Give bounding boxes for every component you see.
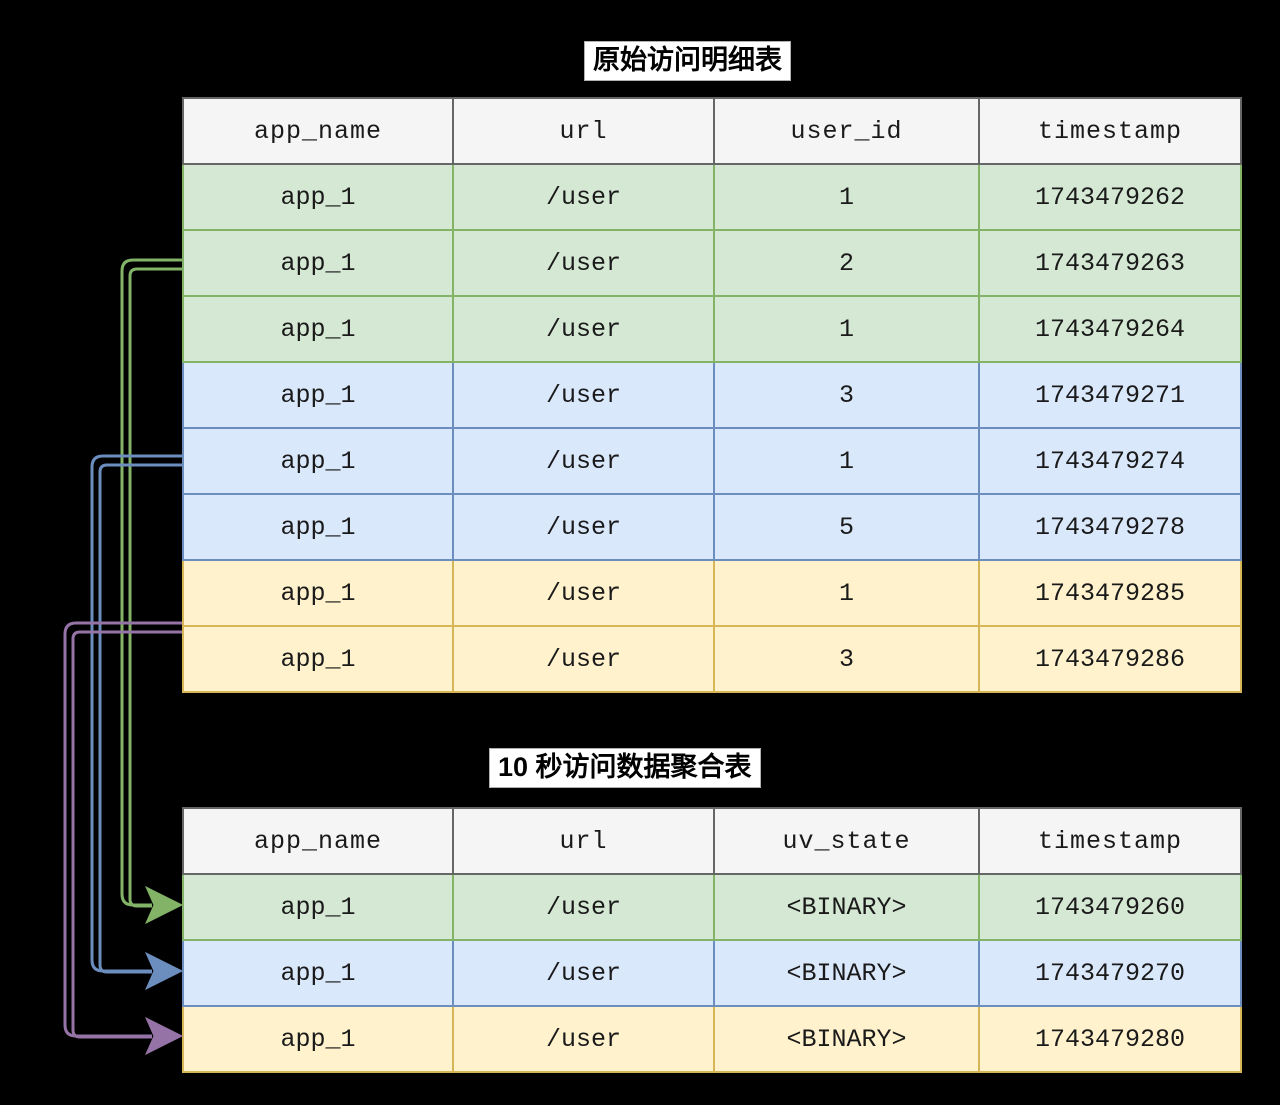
table-row: app_1 /user <BINARY> 1743479270 bbox=[182, 939, 1242, 1007]
cell-url: /user bbox=[452, 493, 715, 561]
cell-timestamp: 1743479271 bbox=[978, 361, 1242, 429]
cell-user-id: 1 bbox=[713, 427, 980, 495]
cell-app-name: app_1 bbox=[182, 873, 454, 941]
agg-table-header-row: app_name url uv_state timestamp bbox=[182, 807, 1242, 875]
detail-col-timestamp: timestamp bbox=[978, 97, 1242, 165]
cell-url: /user bbox=[452, 625, 715, 693]
connector-blue bbox=[90, 454, 184, 991]
agg-table-title: 10 秒访问数据聚合表 bbox=[489, 748, 761, 789]
cell-timestamp: 1743479270 bbox=[978, 939, 1242, 1007]
table-row: app_1 /user 2 1743479263 bbox=[182, 229, 1242, 297]
arrow-head-purple bbox=[144, 1016, 184, 1056]
cell-app-name: app_1 bbox=[182, 295, 454, 363]
agg-col-url: url bbox=[452, 807, 715, 875]
cell-user-id: 2 bbox=[713, 229, 980, 297]
cell-url: /user bbox=[452, 559, 715, 627]
table-row: app_1 /user <BINARY> 1743479260 bbox=[182, 873, 1242, 941]
cell-app-name: app_1 bbox=[182, 625, 454, 693]
cell-timestamp: 1743479263 bbox=[978, 229, 1242, 297]
arrow-head-green bbox=[144, 885, 184, 925]
cell-app-name: app_1 bbox=[182, 163, 454, 231]
cell-user-id: 3 bbox=[713, 361, 980, 429]
table-row: app_1 /user 1 1743479274 bbox=[182, 427, 1242, 495]
detail-table: app_name url user_id timestamp app_1 /us… bbox=[182, 97, 1242, 693]
agg-table: app_name url uv_state timestamp app_1 /u… bbox=[182, 807, 1242, 1073]
cell-url: /user bbox=[452, 873, 715, 941]
table-row: app_1 /user 1 1743479264 bbox=[182, 295, 1242, 363]
cell-app-name: app_1 bbox=[182, 493, 454, 561]
table-row: app_1 /user <BINARY> 1743479280 bbox=[182, 1005, 1242, 1073]
cell-url: /user bbox=[452, 295, 715, 363]
cell-uv-state: <BINARY> bbox=[713, 1005, 980, 1073]
cell-url: /user bbox=[452, 163, 715, 231]
detail-table-title: 原始访问明细表 bbox=[584, 41, 791, 82]
cell-timestamp: 1743479285 bbox=[978, 559, 1242, 627]
cell-uv-state: <BINARY> bbox=[713, 873, 980, 941]
cell-user-id: 3 bbox=[713, 625, 980, 693]
connector-purple bbox=[63, 621, 184, 1056]
cell-app-name: app_1 bbox=[182, 559, 454, 627]
cell-app-name: app_1 bbox=[182, 1005, 454, 1073]
cell-url: /user bbox=[452, 939, 715, 1007]
cell-user-id: 1 bbox=[713, 163, 980, 231]
cell-user-id: 1 bbox=[713, 295, 980, 363]
cell-app-name: app_1 bbox=[182, 229, 454, 297]
agg-col-timestamp: timestamp bbox=[978, 807, 1242, 875]
cell-app-name: app_1 bbox=[182, 939, 454, 1007]
detail-col-url: url bbox=[452, 97, 715, 165]
cell-app-name: app_1 bbox=[182, 427, 454, 495]
cell-user-id: 5 bbox=[713, 493, 980, 561]
connector-green bbox=[120, 258, 184, 925]
table-row: app_1 /user 1 1743479285 bbox=[182, 559, 1242, 627]
cell-url: /user bbox=[452, 229, 715, 297]
agg-col-app-name: app_name bbox=[182, 807, 454, 875]
detail-col-app-name: app_name bbox=[182, 97, 454, 165]
cell-timestamp: 1743479278 bbox=[978, 493, 1242, 561]
cell-timestamp: 1743479274 bbox=[978, 427, 1242, 495]
cell-url: /user bbox=[452, 1005, 715, 1073]
cell-timestamp: 1743479280 bbox=[978, 1005, 1242, 1073]
cell-timestamp: 1743479262 bbox=[978, 163, 1242, 231]
table-row: app_1 /user 1 1743479262 bbox=[182, 163, 1242, 231]
cell-timestamp: 1743479264 bbox=[978, 295, 1242, 363]
detail-col-user-id: user_id bbox=[713, 97, 980, 165]
arrow-head-blue bbox=[144, 951, 184, 991]
table-row: app_1 /user 3 1743479286 bbox=[182, 625, 1242, 693]
cell-user-id: 1 bbox=[713, 559, 980, 627]
cell-url: /user bbox=[452, 361, 715, 429]
detail-table-header-row: app_name url user_id timestamp bbox=[182, 97, 1242, 165]
table-row: app_1 /user 3 1743479271 bbox=[182, 361, 1242, 429]
cell-app-name: app_1 bbox=[182, 361, 454, 429]
table-row: app_1 /user 5 1743479278 bbox=[182, 493, 1242, 561]
cell-timestamp: 1743479286 bbox=[978, 625, 1242, 693]
agg-col-uv-state: uv_state bbox=[713, 807, 980, 875]
cell-url: /user bbox=[452, 427, 715, 495]
cell-uv-state: <BINARY> bbox=[713, 939, 980, 1007]
cell-timestamp: 1743479260 bbox=[978, 873, 1242, 941]
